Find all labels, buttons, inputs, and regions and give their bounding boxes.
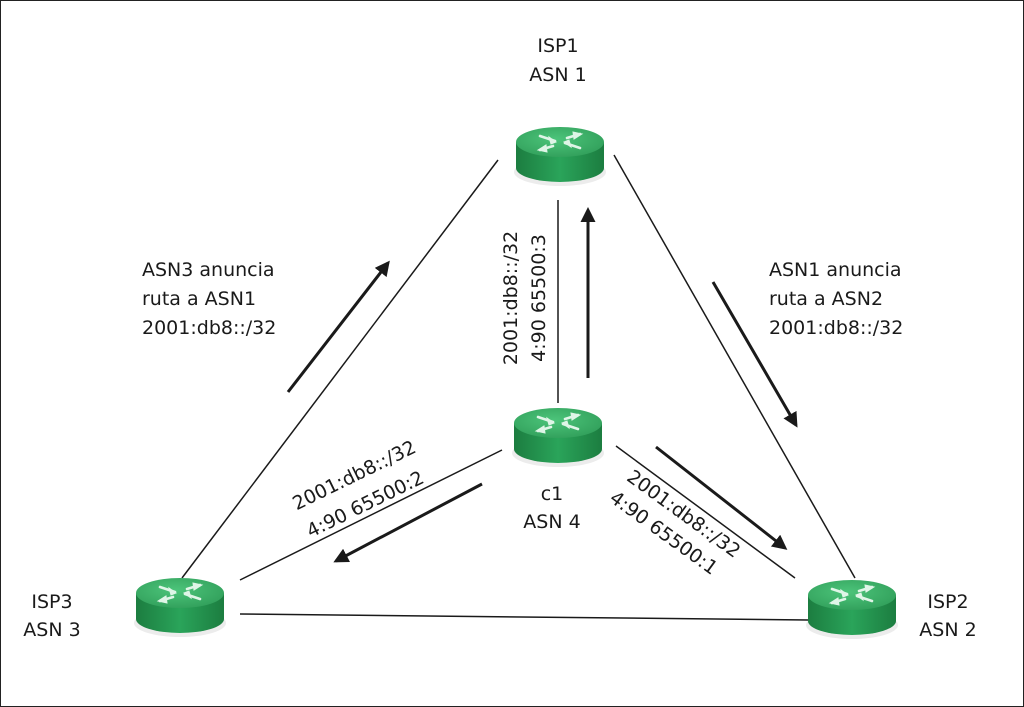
isp3-asn: ASN 3 xyxy=(23,619,80,641)
label-c1-isp1-prefix: 2001:db8::/32 xyxy=(500,231,522,365)
isp1-name: ISP1 xyxy=(537,35,578,57)
router-isp2 xyxy=(804,578,900,641)
label-c1-isp2: 2001:db8::/32 4:90 65500:1 xyxy=(605,466,744,580)
label-c1-isp1: 2001:db8::/32 4:90 65500:3 xyxy=(500,231,550,365)
label-c1-isp3: 2001:db8::/32 4:90 65500:2 xyxy=(289,436,427,542)
route-arrows xyxy=(286,207,798,563)
announcement-left-line-1: ASN3 anuncia xyxy=(142,259,275,281)
link-isp1-isp3 xyxy=(181,159,499,579)
announcement-left-line-3: 2001:db8::/32 xyxy=(142,317,276,339)
announcement-right-line-2: ruta a ASN2 xyxy=(769,288,883,310)
link-c1-isp3 xyxy=(239,449,503,581)
announcement-left-line-2: ruta a ASN1 xyxy=(142,288,256,310)
arrow-isp1-to-isp2 xyxy=(711,281,798,428)
c1-name: c1 xyxy=(541,483,564,505)
router-icon xyxy=(804,578,900,641)
isp3-name: ISP3 xyxy=(31,591,72,613)
announcement-right-line-1: ASN1 anuncia xyxy=(769,259,902,281)
c1-asn: ASN 4 xyxy=(523,511,580,533)
link-c1-isp2 xyxy=(615,445,796,579)
isp2-asn: ASN 2 xyxy=(919,619,976,641)
arrow-c1-to-isp3 xyxy=(333,482,483,563)
label-c1-isp1-community: 4:90 65500:3 xyxy=(528,234,550,362)
announcement-left: ASN3 anuncia ruta a ASN1 2001:db8::/32 xyxy=(142,259,276,339)
router-isp1 xyxy=(512,125,608,188)
router-c1 xyxy=(510,406,606,469)
isp2-name: ISP2 xyxy=(927,591,968,613)
isp1-asn: ASN 1 xyxy=(529,64,586,86)
arrow-c1-to-isp2 xyxy=(655,445,788,550)
links xyxy=(181,154,856,621)
router-icon xyxy=(512,125,608,188)
arrow-isp3-to-isp1 xyxy=(286,260,390,393)
router-isp3 xyxy=(132,576,228,639)
link-isp3-isp2 xyxy=(239,613,809,621)
announcement-right: ASN1 anuncia ruta a ASN2 2001:db8::/32 xyxy=(769,259,903,339)
router-icon xyxy=(510,406,606,469)
router-icon xyxy=(132,576,228,639)
announcement-right-line-3: 2001:db8::/32 xyxy=(769,317,903,339)
link-isp1-isp2 xyxy=(613,154,856,579)
